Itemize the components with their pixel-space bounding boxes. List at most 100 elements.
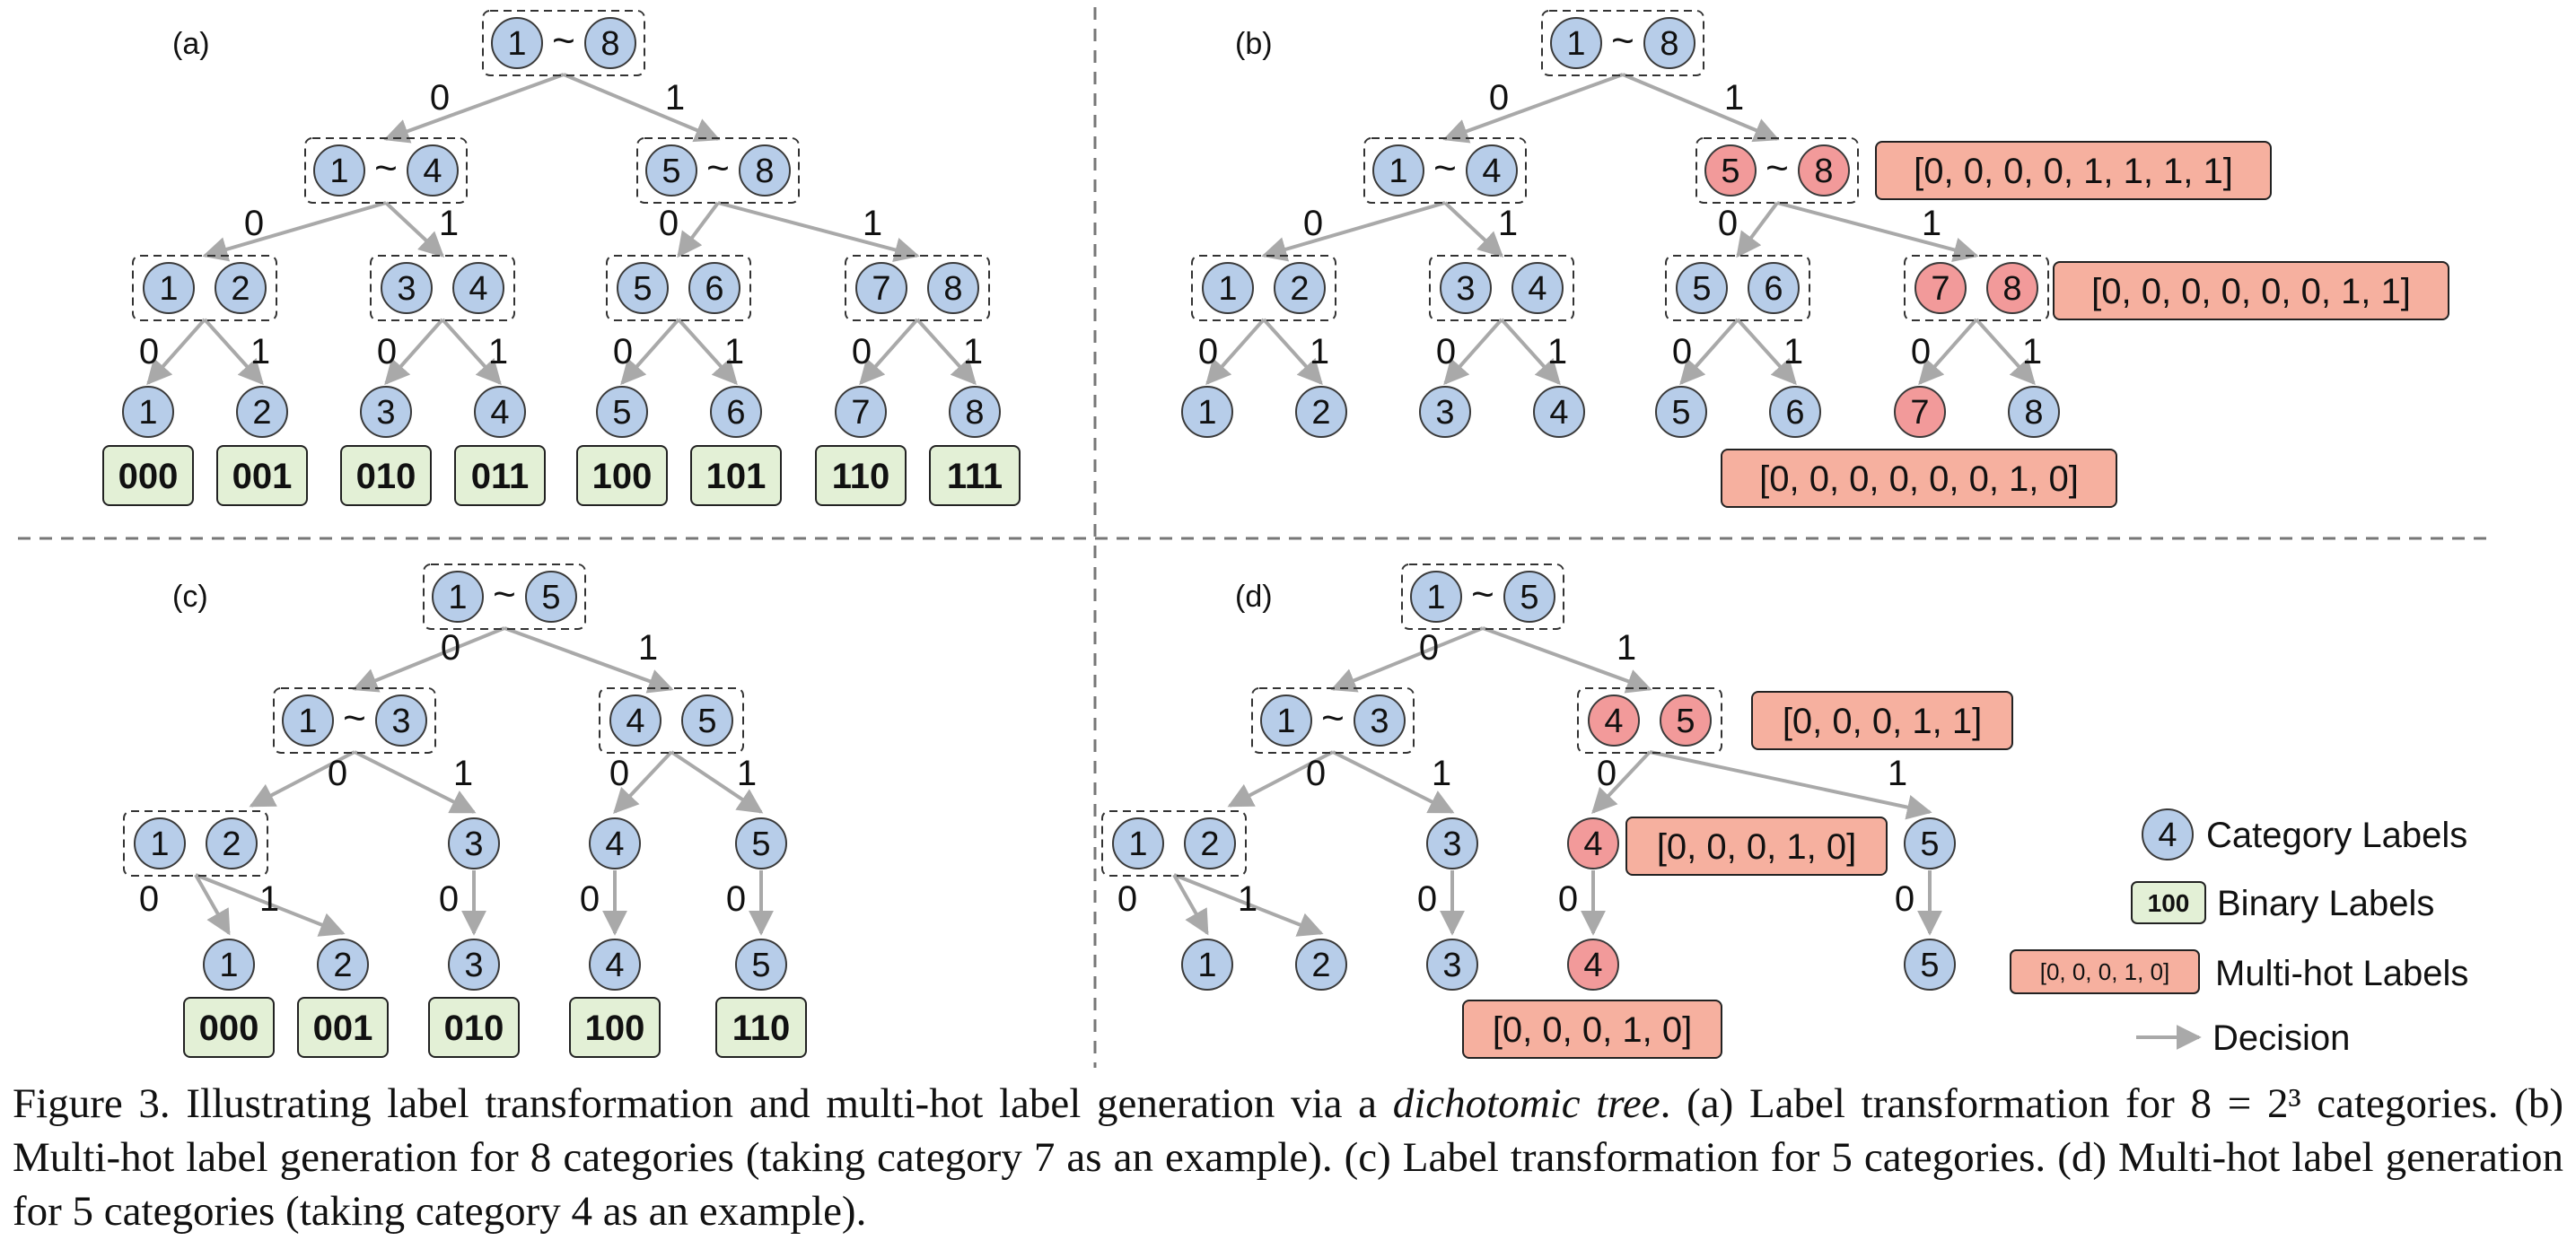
category-node — [1904, 939, 1956, 991]
tree-edge — [203, 318, 264, 386]
category-node — [681, 695, 733, 747]
binary-label-box — [454, 445, 546, 506]
tree-edge — [504, 626, 674, 694]
category-node — [1419, 386, 1471, 438]
category-node-label: 5 — [1920, 826, 1939, 863]
range-tilde: ~ — [374, 146, 398, 190]
category-node — [407, 144, 459, 197]
branch-bit: 0 — [1306, 754, 1326, 793]
category-node-label: 7 — [872, 270, 890, 308]
branch-bit: 1 — [724, 332, 744, 371]
category-node-label: 1 — [1566, 25, 1585, 63]
group-box — [1695, 137, 1859, 204]
branch-bit: 1 — [963, 332, 983, 371]
category-node-label: 1 — [1426, 579, 1445, 616]
tree-edges — [146, 73, 2202, 1050]
category-node-label: 4 — [1604, 703, 1623, 740]
branch-bit: 0 — [1198, 332, 1218, 371]
category-node — [1676, 262, 1728, 314]
category-node — [215, 262, 267, 314]
binary-label: 001 — [313, 1009, 373, 1048]
category-node — [375, 695, 427, 747]
category-node-label: 5 — [1520, 579, 1538, 616]
group-box — [1577, 687, 1722, 754]
binary-label: 100 — [592, 457, 653, 496]
category-node-label: 4 — [605, 947, 624, 984]
category-node-label: 3 — [1442, 947, 1461, 984]
tree-edge — [195, 873, 346, 937]
binary-label: 000 — [118, 457, 179, 496]
tree-edge — [1172, 874, 1209, 936]
range-tilde: ~ — [1433, 146, 1457, 190]
tree-edge — [249, 750, 355, 808]
tree-edge — [1482, 626, 1652, 694]
tree-edge — [1918, 318, 1978, 386]
category-node — [1466, 144, 1518, 197]
category-node-label: 7 — [851, 394, 870, 432]
tree-edge — [1975, 318, 2036, 386]
group-boxes — [102, 10, 2449, 1059]
category-node — [1798, 144, 1850, 197]
category-node-label: 3 — [397, 270, 416, 308]
category-node — [589, 817, 641, 869]
category-node-label: 5 — [1721, 153, 1739, 190]
range-tilde: ~ — [1611, 19, 1634, 63]
tree-edge — [916, 318, 977, 386]
tree-edge — [1205, 318, 1266, 386]
branch-bit: 0 — [430, 78, 450, 118]
group-box — [1191, 255, 1336, 321]
category-node-label: 2 — [1290, 270, 1309, 308]
category-node-label: 8 — [2002, 270, 2021, 308]
tree-edge — [613, 750, 673, 815]
group-box — [606, 255, 751, 321]
legend-decision-label: Decision — [2212, 1018, 2350, 1058]
tree-edge — [1622, 73, 1780, 143]
category-node-label: 4 — [1549, 394, 1568, 432]
category-node-label: 4 — [1528, 270, 1546, 308]
branch-bit: 0 — [1117, 879, 1137, 919]
group-box — [1541, 10, 1704, 76]
branch-bit: 0 — [659, 204, 679, 243]
category-node-label: 4 — [2158, 817, 2177, 854]
binary-label: 011 — [471, 457, 530, 496]
binary-label: 001 — [232, 457, 293, 496]
binary-label-box — [690, 445, 782, 506]
category-node-label: 4 — [1583, 947, 1602, 984]
category-node-label: 4 — [423, 153, 442, 190]
category-node-label: 3 — [1456, 270, 1475, 308]
caption-term: dichotomic tree — [1392, 1080, 1660, 1127]
tree-edge — [677, 318, 738, 386]
category-node — [525, 571, 577, 623]
tree-edge — [1332, 750, 1455, 814]
range-tilde: ~ — [493, 572, 516, 616]
category-node-label: 2 — [333, 947, 352, 984]
category-node — [1295, 939, 1347, 991]
category-node-label: 1 — [298, 703, 317, 740]
group-box — [1363, 137, 1527, 204]
category-node — [1260, 695, 1312, 747]
category-node-label: 3 — [391, 703, 410, 740]
category-node — [1354, 695, 1406, 747]
branch-bit: 1 — [1432, 754, 1451, 793]
group-box — [599, 687, 744, 754]
category-node-label: 1 — [448, 579, 467, 616]
legend-binary-sample: 100 — [2148, 889, 2190, 917]
category-node — [452, 262, 504, 314]
category-node-label: 8 — [965, 394, 984, 432]
branch-bit: 1 — [863, 204, 882, 243]
branch-bit: 0 — [139, 879, 159, 919]
branch-bit: 0 — [613, 332, 633, 371]
branch-bit: 1 — [1617, 628, 1636, 668]
category-node-label: 7 — [1910, 394, 1929, 432]
range-tilde: ~ — [1471, 572, 1494, 616]
branch-bit: 1 — [453, 754, 473, 793]
category-node-label: 5 — [541, 579, 560, 616]
category-node-label: 3 — [464, 826, 483, 863]
binary-label: 110 — [732, 1009, 791, 1048]
category-node-label: 1 — [138, 394, 157, 432]
category-node — [735, 817, 787, 869]
panel-dividers — [18, 7, 2495, 1068]
legend-category-label: Category Labels — [2206, 816, 2467, 855]
multihot-label-box — [2053, 261, 2449, 320]
group-box — [1251, 687, 1415, 754]
